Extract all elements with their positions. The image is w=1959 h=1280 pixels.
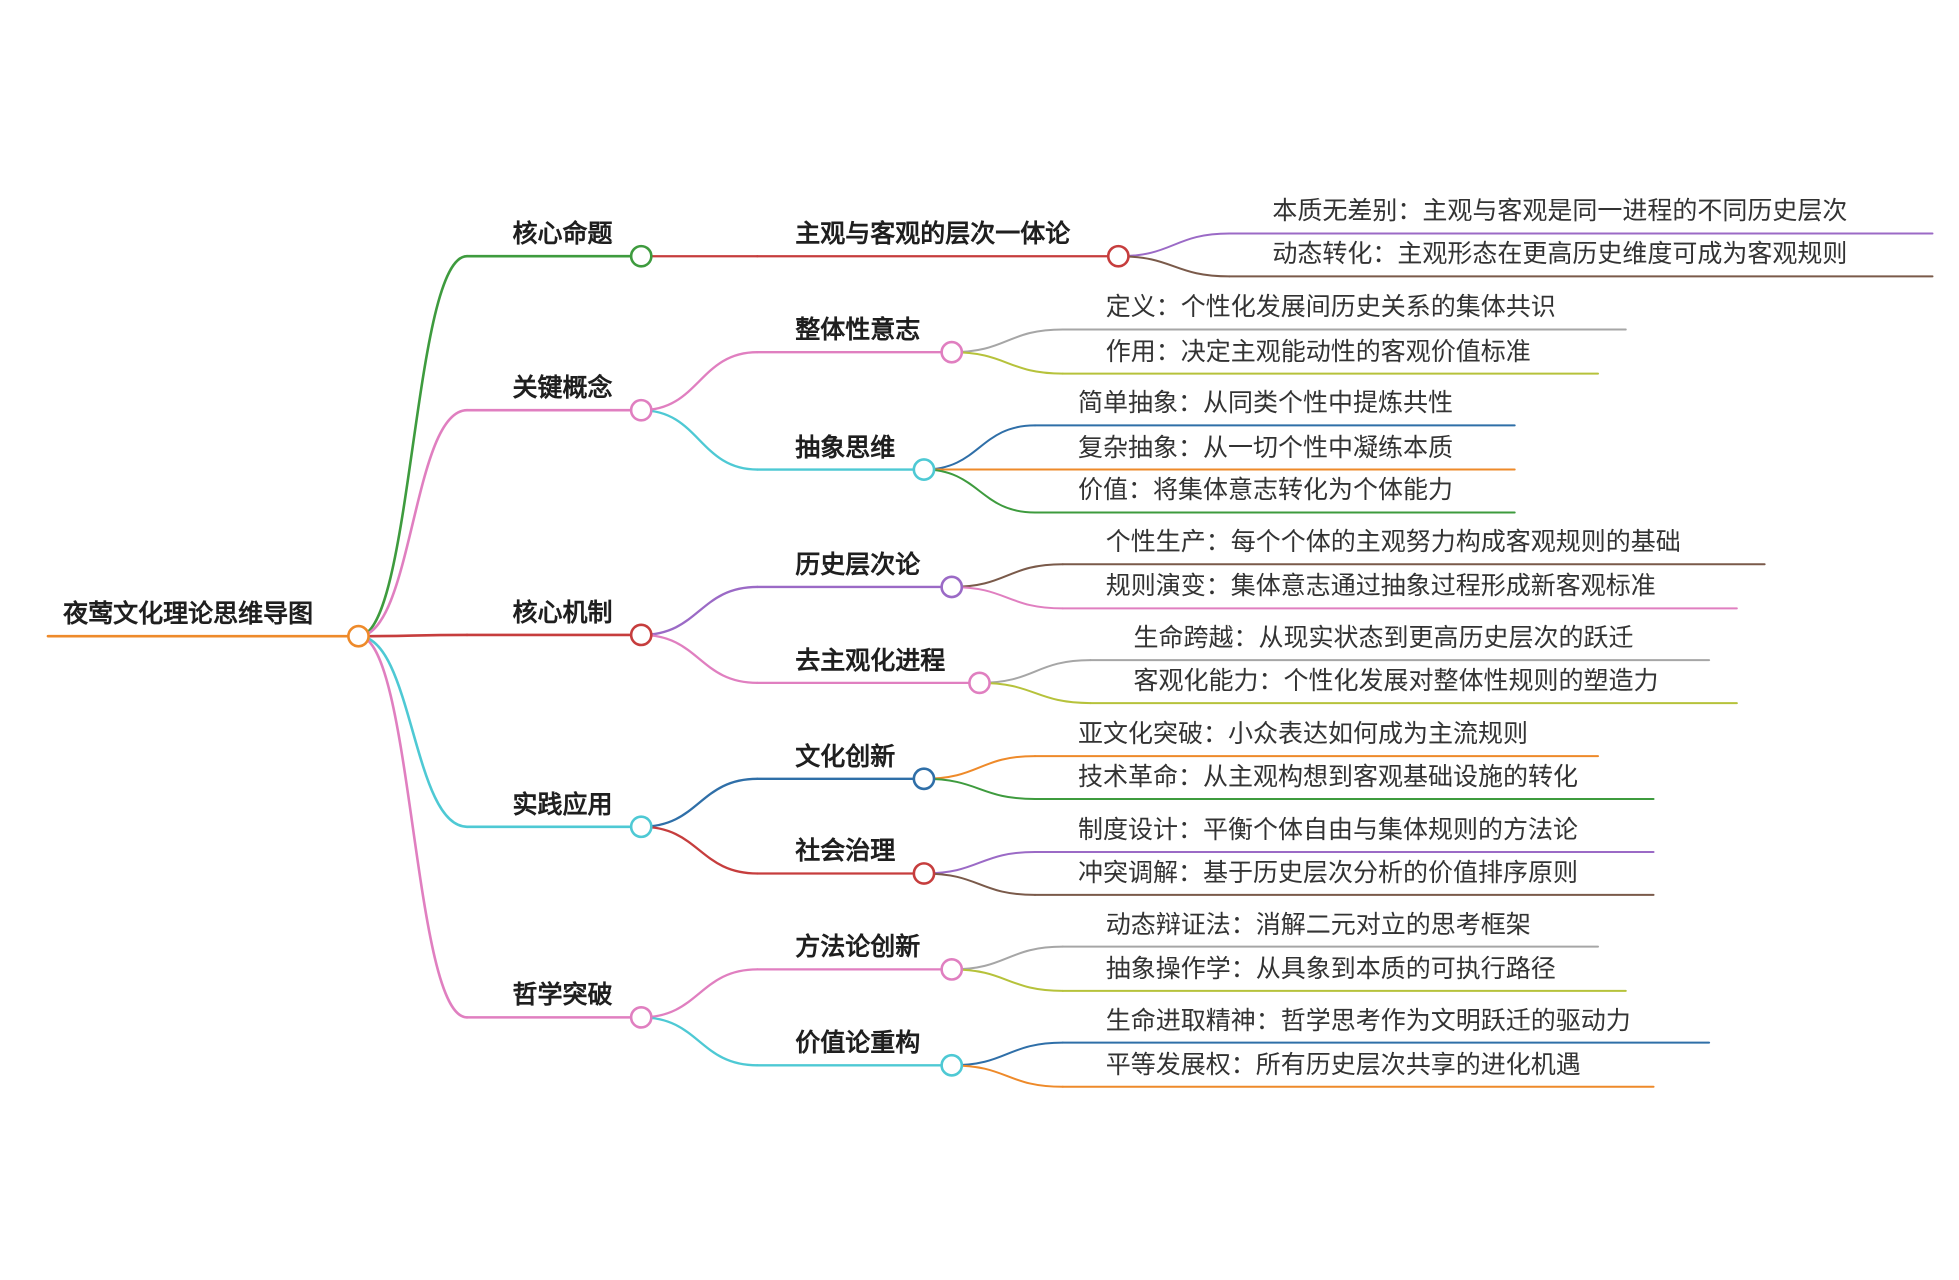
edge-root-to-3 [357,634,469,829]
leaf-label-4-1-1: 平等发展权：所有历史层次共享的进化机遇 [1105,1049,1581,1079]
leaf-label-0-0-0: 本质无差别：主观与客观是同一进程的不同历史层次 [1272,196,1848,226]
subbranch-label-2-1: 去主观化进程 [795,645,946,675]
branch-label-2: 核心机制 [512,597,613,627]
edge-4-0 [640,968,759,1019]
edge-root-to-2 [357,633,469,638]
leaf-label-4-1-0: 生命进取精神：哲学思考作为文明跃迁的驱动力 [1105,1005,1631,1035]
subbranch-node-4-0 [940,958,964,981]
edge-2-1 [640,633,759,685]
branch-node-4 [629,1005,653,1029]
subbranch-label-1-0: 整体性意志 [795,315,921,345]
subbranch-node-2-1 [968,671,991,695]
subbranch-node-3-1 [912,862,936,885]
subbranch-node-2-0 [940,575,964,599]
leaf-label-1-0-1: 作用：决定主观能动性的客观价值标准 [1105,336,1531,366]
edge-1-0 [640,351,759,412]
leaf-label-1-1-0: 简单抽象：从同类个性中提炼共性 [1077,388,1453,418]
branch-node-1 [629,398,653,422]
root-node-label: 夜莺文化理论思维导图 [63,599,314,629]
edge-root-to-1 [357,408,469,638]
branch-node-3 [629,815,653,839]
subbranch-label-1-1: 抽象思维 [795,432,896,462]
leaf-label-4-0-1: 抽象操作学：从具象到本质的可执行路径 [1105,953,1556,983]
edge-0-0-0 [1117,232,1231,258]
leaf-label-3-0-0: 亚文化突破：小众表达如何成为主流规则 [1077,719,1528,749]
subbranch-node-4-1 [940,1053,964,1077]
edge-1-0-0 [950,328,1064,354]
edge-1-1 [640,409,759,471]
edge-1-1-2 [922,468,1037,514]
edge-3-1-1 [922,872,1037,896]
subbranch-label-3-1: 社会治理 [795,836,896,866]
edge-1-0-1 [950,351,1064,375]
edge-2-0 [640,585,759,637]
subbranch-label-3-0: 文化创新 [795,741,896,771]
edge-2-1-0 [978,659,1092,684]
subbranch-node-0-0 [1106,244,1130,268]
branch-label-1: 关键概念 [512,373,613,403]
edge-4-1 [640,1016,759,1067]
leaf-label-2-0-1: 规则演变：集体意志通过抽象过程形成新客观标准 [1105,571,1656,601]
subbranch-label-2-0: 历史层次论 [795,549,921,579]
edge-0-0-1 [1117,255,1231,278]
edge-3-0-0 [922,755,1037,780]
leaf-label-0-0-1: 动态转化：主观形态在更高历史维度可成为客观规则 [1272,239,1848,269]
root-node [347,624,370,648]
leaf-label-3-0-1: 技术革命：从主观构想到客观基础设施的转化 [1077,761,1578,791]
edge-4-1-1 [950,1064,1064,1088]
leaf-label-1-1-1: 复杂抽象：从一切个性中凝练本质 [1077,432,1453,462]
edge-2-0-0 [950,563,1064,588]
edge-3-1 [640,825,759,875]
edge-3-0-1 [922,777,1037,800]
leaf-label-2-1-1: 客观化能力：个性化发展对整体性规则的塑造力 [1133,666,1659,696]
edge-2-1-1 [978,681,1092,705]
edge-1-1-0 [922,424,1037,471]
subbranch-node-1-1 [912,458,936,481]
subbranch-node-1-0 [940,340,964,364]
edge-3-1-0 [922,851,1037,875]
leaf-label-4-0-0: 动态辩证法：消解二元对立的思考框架 [1105,909,1531,939]
leaf-label-3-1-0: 制度设计：平衡个体自由与集体规则的方法论 [1077,814,1578,844]
subbranch-node-3-0 [912,767,936,791]
leaf-label-1-1-2: 价值：将集体意志转化为个体能力 [1077,475,1453,505]
edge-3-0 [640,777,759,828]
branch-label-0: 核心命题 [512,219,613,249]
branch-label-3: 实践应用 [512,789,613,819]
edge-4-0-1 [950,968,1064,992]
edge-root-to-0 [357,254,469,638]
leaf-label-1-0-0: 定义：个性化发展间历史关系的集体共识 [1105,292,1556,322]
branch-label-4: 哲学突破 [512,980,613,1010]
branch-node-2 [629,623,653,647]
subbranch-label-4-1: 价值论重构 [795,1028,921,1058]
edge-2-0-1 [950,585,1064,610]
branch-node-0 [629,244,653,268]
subbranch-label-4-0: 方法论创新 [795,932,921,962]
leaf-label-2-1-0: 生命跨越：从现实状态到更高历史层次的跃迁 [1133,623,1634,653]
leaf-label-3-1-1: 冲突调解：基于历史层次分析的价值排序原则 [1077,857,1578,887]
leaf-label-2-0-0: 个性生产：每个个体的主观努力构成客观规则的基础 [1105,527,1681,557]
edge-4-0-0 [950,945,1064,971]
subbranch-label-0-0: 主观与客观的层次一体论 [795,219,1071,249]
edge-4-1-0 [950,1041,1064,1067]
edge-root-to-4 [357,634,469,1019]
